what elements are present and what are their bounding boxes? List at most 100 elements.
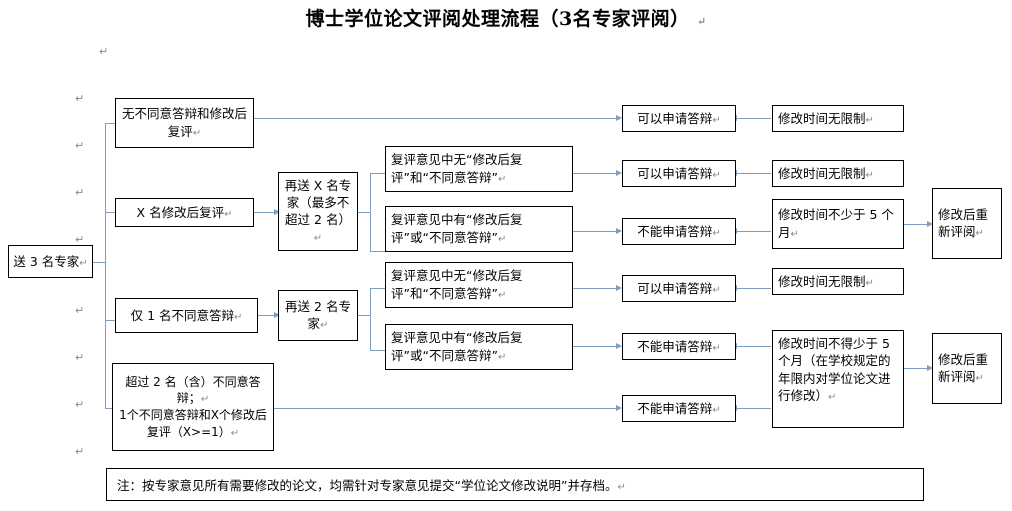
defense-box-4[interactable]: 可以申请答辩↵ (622, 275, 736, 302)
revision-time-label-4: 修改时间无限制 (778, 273, 866, 289)
eol-mark: ↵ (790, 228, 799, 240)
arrowhead-defense4-left (616, 284, 622, 291)
connector-to-outcome-2 (105, 212, 117, 213)
eol-mark: ↵ (712, 169, 721, 181)
eol-mark: ↵ (828, 391, 837, 403)
outcome-label-2: X 名修改后复评 (136, 204, 225, 220)
outcome-box-1[interactable]: 无不同意答辩和修改后复评↵ (115, 98, 254, 148)
outcome-box-2[interactable]: X 名修改后复评↵ (115, 198, 254, 227)
paragraph-mark: ↵ (75, 304, 85, 317)
connector-review3-to-defense4 (573, 288, 616, 289)
connector-resend1-stub (358, 212, 370, 213)
defense-label-3: 不能申请答辩 (637, 223, 713, 239)
paragraph-mark: ↵ (75, 445, 85, 458)
review-label-2: 复评意见中有“修改后复评”或“不同意答辩” (391, 212, 523, 245)
outcome-label-3: 仅 1 名不同意答辩 (130, 307, 234, 323)
connector-time5-to-defense6 (737, 408, 771, 409)
eol-mark: ↵ (313, 233, 323, 245)
defense-label-6: 不能申请答辩 (637, 400, 713, 416)
defense-label-4: 可以申请答辩 (637, 280, 713, 296)
connector-outcome2-to-resend1 (253, 212, 275, 213)
revision-time-label-1: 修改时间无限制 (778, 110, 866, 126)
review-label-4: 复评意见中有“修改后复评”或“不同意答辩” (391, 330, 523, 363)
note-text: 注：按专家意见所有需要修改的论文，均需针对专家意见提交“学位论文修改说明”并存档… (117, 478, 618, 493)
eol-mark: ↵ (497, 289, 507, 301)
start-box[interactable]: 送 3 名专家↵ (8, 245, 93, 278)
arrowhead-defense5-left (616, 342, 622, 349)
review-label-1: 复评意见中无“修改后复评”和“不同意答辩” (391, 152, 523, 185)
arrowhead-defense6-left (616, 404, 622, 411)
eol-mark-title: ↵ (696, 15, 707, 28)
re-review-label-2: 修改后重新评阅 (938, 351, 989, 385)
connector-start-stub (92, 262, 106, 263)
review-box-3[interactable]: 复评意见中无“修改后复评”和“不同意答辩”↵ (385, 262, 573, 308)
eol-mark: ↵ (497, 233, 507, 245)
eol-mark: ↵ (712, 342, 721, 354)
connector-review1-to-defense2 (573, 173, 616, 174)
connector-to-outcome-3 (105, 320, 117, 321)
re-review-box-2[interactable]: 修改后重新评阅↵ (932, 333, 1002, 404)
eol-mark: ↵ (865, 114, 874, 126)
connector-time2-to-defense2 (737, 173, 771, 174)
start-label: 送 3 名专家 (13, 253, 80, 269)
defense-box-5[interactable]: 不能申请答辩↵ (622, 333, 736, 360)
review-box-2[interactable]: 复评意见中有“修改后复评”或“不同意答辩”↵ (385, 206, 573, 252)
connector-to-outcome-1 (105, 123, 117, 124)
outcome-box-3[interactable]: 仅 1 名不同意答辩↵ (115, 298, 258, 333)
connector-resend2-spine (370, 288, 371, 350)
revision-time-box-4[interactable]: 修改时间无限制↵ (772, 268, 904, 295)
eol-mark: ↵ (975, 228, 984, 240)
connector-review2-to-defense3 (573, 231, 616, 232)
eol-mark: ↵ (865, 169, 874, 181)
connector-outcome3-to-resend2 (257, 315, 275, 316)
eol-mark: ↵ (497, 351, 507, 363)
defense-box-3[interactable]: 不能申请答辩↵ (622, 218, 736, 245)
connector-outcome1-to-defense1 (253, 118, 616, 119)
revision-time-box-3[interactable]: 修改时间不少于 5 个月↵ (772, 199, 904, 249)
eol-mark: ↵ (712, 114, 721, 126)
paragraph-mark: ↵ (75, 139, 85, 152)
eol-mark: ↵ (712, 404, 721, 416)
eol-mark: ↵ (230, 427, 240, 439)
paragraph-mark: ↵ (99, 45, 109, 58)
connector-outcome4-to-defense6 (273, 408, 616, 409)
note-box: 注：按专家意见所有需要修改的论文，均需针对专家意见提交“学位论文修改说明”并存档… (106, 468, 924, 501)
connector-time3-to-defense3 (737, 231, 771, 232)
eol-mark: ↵ (192, 127, 202, 139)
re-review-box-1[interactable]: 修改后重新评阅↵ (932, 188, 1002, 259)
outcome-label-4-line1: 超过 2 名（含）不同意答辩； (125, 374, 261, 406)
connector-time1-to-defense1 (737, 118, 771, 119)
review-box-1[interactable]: 复评意见中无“修改后复评”和“不同意答辩”↵ (385, 146, 573, 192)
connector-resend1-spine (370, 173, 371, 251)
connector-time5-to-defense5 (737, 346, 771, 347)
connector-resend1-to-review1 (370, 173, 385, 174)
arrowhead-defense3-left (616, 227, 622, 234)
revision-time-box-5[interactable]: 修改时间不得少于 5 个月（在学校规定的年限内对学位论文进行修改）↵ (772, 330, 904, 428)
eol-mark: ↵ (320, 320, 329, 332)
eol-mark: ↵ (497, 173, 507, 185)
defense-box-6[interactable]: 不能申请答辩↵ (622, 395, 736, 422)
resend-box-2[interactable]: 再送 2 名专家↵ (278, 290, 358, 341)
revision-time-label-3: 修改时间不少于 5 个月 (778, 207, 894, 240)
connector-resend2-to-review4 (370, 350, 385, 351)
defense-box-1[interactable]: 可以申请答辩↵ (622, 105, 736, 132)
eol-mark: ↵ (712, 284, 721, 296)
outcome-box-4[interactable]: 超过 2 名（含）不同意答辩；↵ 1个不同意答辩和X个修改后复评（X>=1）↵ (112, 363, 274, 451)
revision-time-label-2: 修改时间无限制 (778, 165, 866, 181)
connector-to-outcome-4 (105, 408, 117, 409)
connector-resend2-stub (358, 315, 370, 316)
eol-mark: ↵ (712, 227, 721, 239)
revision-time-box-2[interactable]: 修改时间无限制↵ (772, 160, 904, 187)
connector-fanout-spine (105, 123, 106, 408)
defense-label-1: 可以申请答辩 (637, 110, 713, 126)
resend-box-1[interactable]: 再送 X 名专家（最多不超过 2 名）↵ (278, 172, 358, 251)
connector-resend2-to-review3 (370, 288, 385, 289)
eol-mark: ↵ (975, 373, 984, 385)
revision-time-box-1[interactable]: 修改时间无限制↵ (772, 105, 904, 132)
review-box-4[interactable]: 复评意见中有“修改后复评”或“不同意答辩”↵ (385, 324, 573, 370)
defense-box-2[interactable]: 可以申请答辩↵ (622, 160, 736, 187)
review-label-3: 复评意见中无“修改后复评”和“不同意答辩” (391, 268, 523, 301)
eol-mark: ↵ (224, 208, 233, 220)
arrowhead-rereview2 (927, 364, 933, 371)
